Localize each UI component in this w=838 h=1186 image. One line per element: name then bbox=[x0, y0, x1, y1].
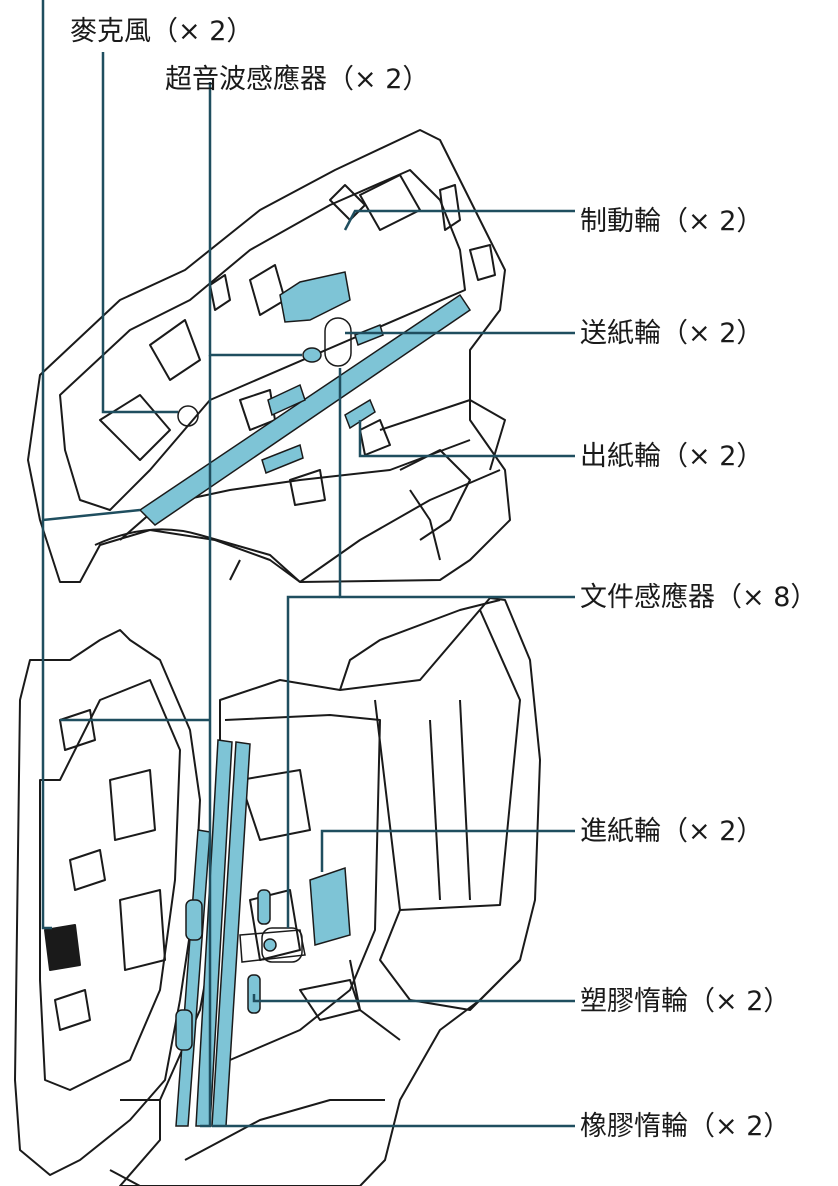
label-feed-roller: 送紙輪（× 2） bbox=[580, 318, 764, 349]
leader-microphone bbox=[101, 52, 178, 414]
label-plastic-idler: 塑膠惰輪（× 2） bbox=[580, 986, 791, 1017]
label-document-sensor: 文件感應器（× 8） bbox=[580, 582, 818, 613]
bottom-highlighted-parts bbox=[175, 739, 351, 1127]
feed-roller-part bbox=[267, 383, 306, 417]
scanner-bottom-illustration bbox=[14, 597, 541, 1186]
glass-strip-top bbox=[138, 293, 472, 526]
label-microphone: 麥克風（× 2） bbox=[70, 16, 254, 47]
top-highlighted-parts bbox=[138, 271, 472, 526]
eject-roller-part bbox=[344, 398, 376, 430]
document-sensor-part-bottom bbox=[263, 938, 277, 952]
leader-eject-roller bbox=[358, 420, 575, 458]
brake-roller-part bbox=[279, 271, 351, 323]
ultrasonic-sensor-part bbox=[302, 347, 322, 363]
document-sensor-marker-top bbox=[324, 317, 352, 367]
label-brake-roller: 制動輪（× 2） bbox=[580, 206, 764, 237]
rubber-idler-part bbox=[185, 899, 203, 941]
label-eject-roller: 出紙輪（× 2） bbox=[580, 441, 764, 472]
leader-document-sensor bbox=[338, 368, 575, 599]
bottom-marker-shapes bbox=[239, 927, 306, 963]
top-marker-circles bbox=[177, 317, 352, 427]
label-ultrasonic-sensor: 超音波感應器（× 2） bbox=[165, 64, 430, 95]
leader-pick-roller bbox=[320, 829, 575, 872]
leader-brake-roller bbox=[343, 209, 575, 231]
leader-plastic-idler bbox=[252, 994, 575, 1003]
pick-roller-part bbox=[309, 866, 351, 946]
microphone-marker bbox=[177, 405, 199, 427]
label-pick-roller: 進紙輪（× 2） bbox=[580, 816, 764, 847]
label-rubber-idler: 橡膠惰輪（× 2） bbox=[580, 1111, 791, 1142]
leader-outer-left bbox=[41, 0, 141, 522]
leader-lines bbox=[41, 0, 575, 1128]
